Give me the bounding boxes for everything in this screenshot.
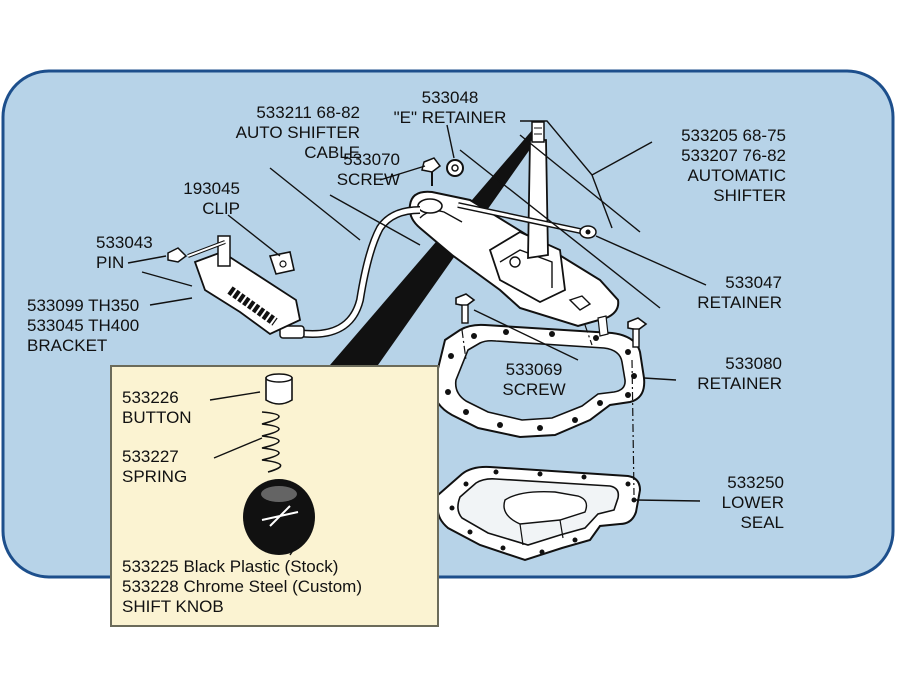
shifter-name-line2: SHIFTER bbox=[713, 186, 786, 205]
label-retainer-80: 533080 RETAINER bbox=[660, 354, 782, 394]
label-screw-69: 533069 SCREW bbox=[484, 360, 584, 400]
e-retainer-name: "E" RETAINER bbox=[393, 108, 507, 127]
label-bracket: 533099 TH350 533045 TH400 BRACKET bbox=[27, 296, 139, 356]
bracket-drawing bbox=[187, 235, 302, 336]
pin-drawing bbox=[167, 247, 188, 263]
label-lower-seal: 533250 LOWER SEAL bbox=[690, 473, 784, 533]
e-retainer-part-number: 533048 bbox=[421, 88, 479, 107]
label-button: 533226 BUTTON bbox=[122, 388, 192, 428]
screw-69-part-number: 533069 bbox=[505, 360, 563, 379]
knob-callout-wedge bbox=[330, 128, 540, 365]
screw-69-name: SCREW bbox=[502, 380, 566, 399]
cable-name-line2: CABLE bbox=[304, 143, 360, 162]
shifter-assembly-drawing bbox=[408, 121, 620, 337]
button-part-number: 533226 bbox=[122, 388, 179, 407]
lower-seal-part-number: 533250 bbox=[727, 473, 784, 492]
clip-name: CLIP bbox=[202, 199, 240, 218]
retainer-80-name: RETAINER bbox=[697, 374, 782, 393]
knob-line1: 533225 Black Plastic (Stock) bbox=[122, 557, 339, 576]
retainer-47-name: RETAINER bbox=[697, 293, 782, 312]
label-retainer-47: 533047 RETAINER bbox=[660, 273, 782, 313]
bracket-line2: 533045 TH400 bbox=[27, 316, 140, 335]
bracket-line1: 533099 TH350 bbox=[27, 296, 140, 315]
button-name: BUTTON bbox=[122, 408, 192, 427]
clip-drawing bbox=[268, 251, 295, 275]
clip-part-number: 193045 bbox=[183, 179, 240, 198]
retainer-80-part-number: 533080 bbox=[725, 354, 782, 373]
inset-leader-lines bbox=[209, 391, 301, 556]
bracket-name: BRACKET bbox=[27, 336, 108, 355]
label-spring: 533227 SPRING bbox=[122, 447, 187, 487]
alignment-lines bbox=[461, 324, 635, 496]
label-cable: 533211 68-82 AUTO SHIFTER CABLE bbox=[180, 103, 360, 163]
shift-knob-drawing bbox=[243, 373, 315, 555]
shifter-line2: 533207 76-82 bbox=[681, 146, 786, 165]
cable-name-line1: AUTO SHIFTER bbox=[235, 123, 360, 142]
label-shifter: 533205 68-75 533207 76-82 AUTOMATIC SHIF… bbox=[620, 126, 786, 206]
label-knob: 533225 Black Plastic (Stock) 533228 Chro… bbox=[122, 557, 362, 617]
screw-533069-drawing bbox=[455, 293, 648, 348]
shifter-line1: 533205 68-75 bbox=[681, 126, 786, 145]
spring-name: SPRING bbox=[122, 467, 188, 486]
leader-lines bbox=[127, 120, 707, 502]
retainer-plate-drawing bbox=[432, 323, 646, 439]
label-screw-top: 533070 SCREW bbox=[300, 150, 400, 190]
screw-top-name: SCREW bbox=[336, 170, 400, 189]
shifter-cable-drawing bbox=[279, 206, 421, 339]
lower-seal-name-line1: LOWER bbox=[721, 493, 784, 512]
pin-part-number: 533043 bbox=[96, 233, 153, 252]
knob-line2: 533228 Chrome Steel (Custom) bbox=[122, 577, 363, 596]
retainer-47-part-number: 533047 bbox=[725, 273, 782, 292]
lower-seal-name-line2: SEAL bbox=[740, 513, 784, 532]
label-pin: 533043 PIN bbox=[96, 233, 153, 273]
label-clip: 193045 CLIP bbox=[150, 179, 240, 219]
pin-name: PIN bbox=[96, 253, 125, 272]
screw-and-e-retainer-drawing bbox=[421, 157, 464, 186]
cable-part-number: 533211 68-82 bbox=[256, 103, 360, 122]
lower-seal-drawing bbox=[436, 465, 642, 562]
shifter-name-line1: AUTOMATIC bbox=[687, 166, 786, 185]
spring-part-number: 533227 bbox=[122, 447, 179, 466]
screw-top-part-number: 533070 bbox=[343, 150, 400, 169]
label-e-retainer: 533048 "E" RETAINER bbox=[380, 88, 520, 128]
knob-name: SHIFT KNOB bbox=[122, 597, 224, 616]
